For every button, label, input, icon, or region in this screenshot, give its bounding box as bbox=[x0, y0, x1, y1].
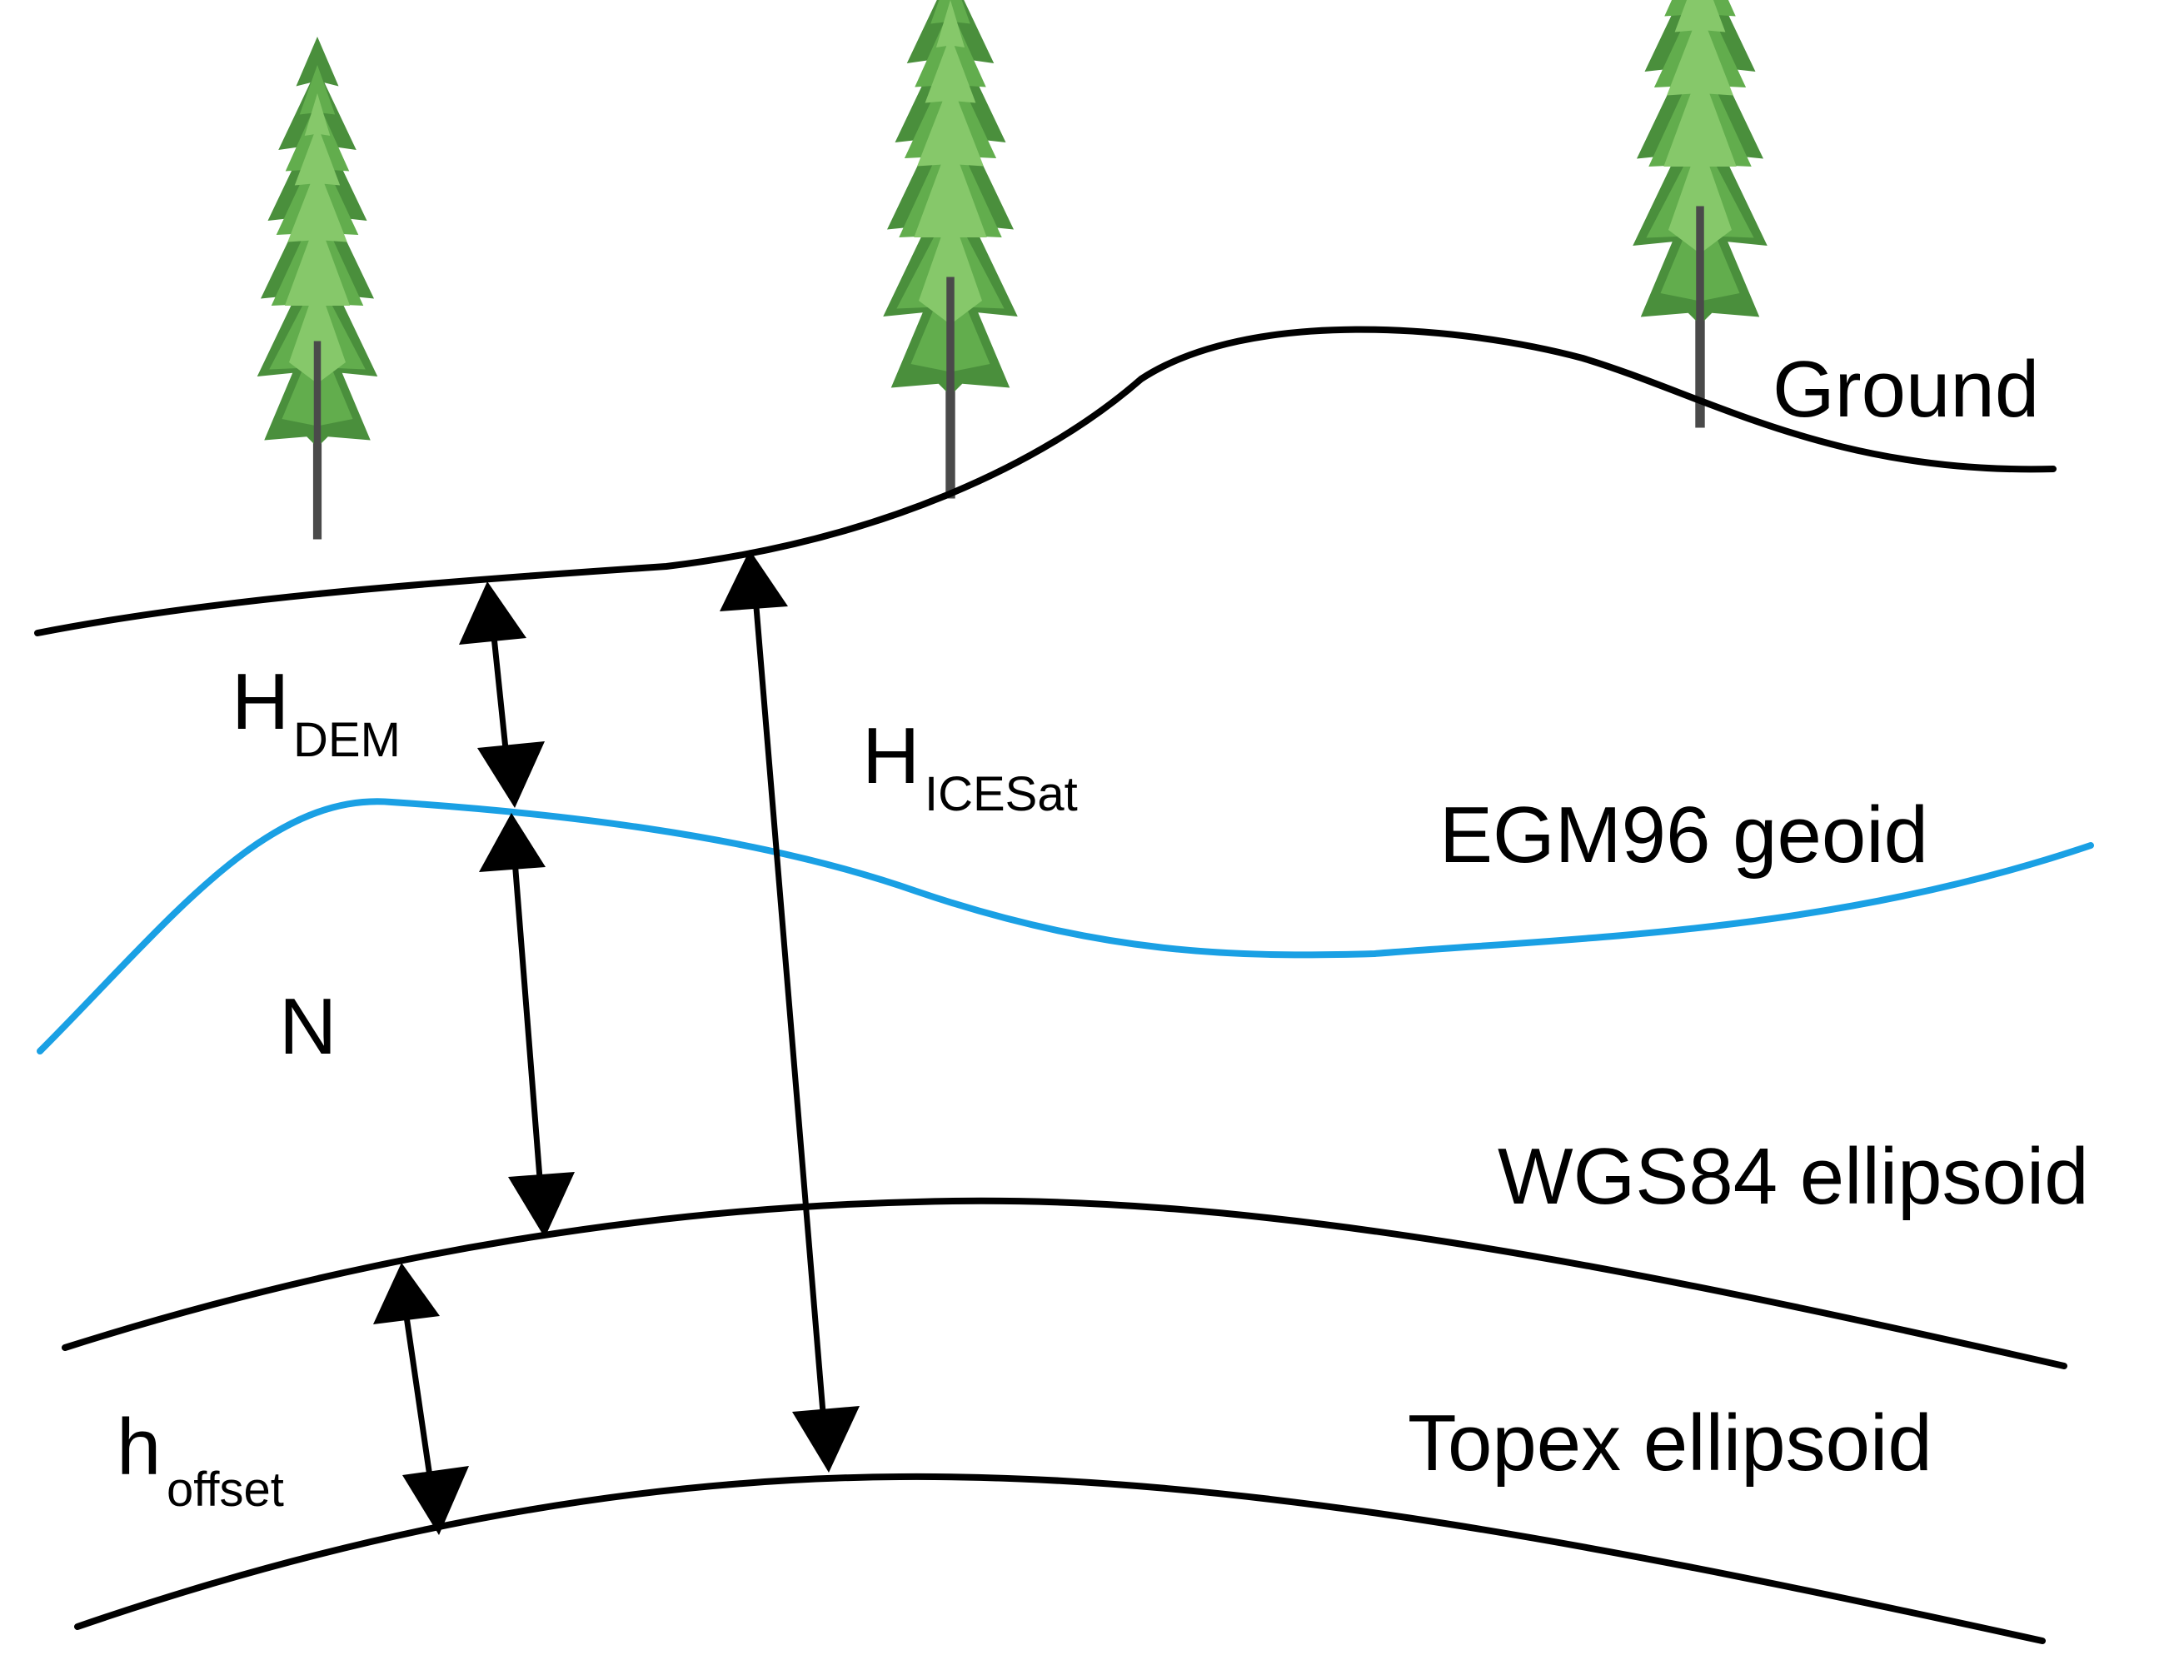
topex-ellipsoid-line bbox=[74, 1473, 2046, 1644]
h-icesat-sub: ICESat bbox=[925, 767, 1078, 821]
wgs84-label: WGS84 ellipsoid bbox=[1498, 1132, 2089, 1221]
h-offset-double-arrow-icon bbox=[373, 1263, 469, 1535]
h-dem-label: H DEM bbox=[232, 657, 401, 767]
h-dem-sub: DEM bbox=[293, 713, 401, 767]
ground-line bbox=[34, 326, 2057, 636]
tree-icon bbox=[257, 36, 378, 540]
topex-label: Topex ellipsoid bbox=[1408, 1398, 1932, 1488]
h-dem-main: H bbox=[232, 657, 289, 746]
n-label: N bbox=[279, 982, 337, 1071]
geoid-line bbox=[37, 798, 2094, 1054]
h-icesat-main: H bbox=[862, 711, 920, 800]
h-offset-label: h offset bbox=[117, 1403, 284, 1517]
h-icesat-label: H ICESat bbox=[862, 711, 1078, 821]
h-offset-main: h bbox=[117, 1403, 161, 1492]
h-offset-sub: offset bbox=[167, 1463, 284, 1517]
h-icesat-double-arrow-icon bbox=[720, 550, 860, 1473]
tree-icon bbox=[1633, 0, 1768, 428]
wgs84-ellipsoid-line bbox=[62, 1197, 2067, 1369]
h-dem-double-arrow-icon bbox=[459, 581, 545, 808]
tree-icon bbox=[883, 0, 1018, 499]
ground-label: Ground bbox=[1773, 345, 2039, 434]
geoid-label: EGM96 geoid bbox=[1439, 790, 1928, 880]
n-double-arrow-icon bbox=[479, 813, 575, 1238]
